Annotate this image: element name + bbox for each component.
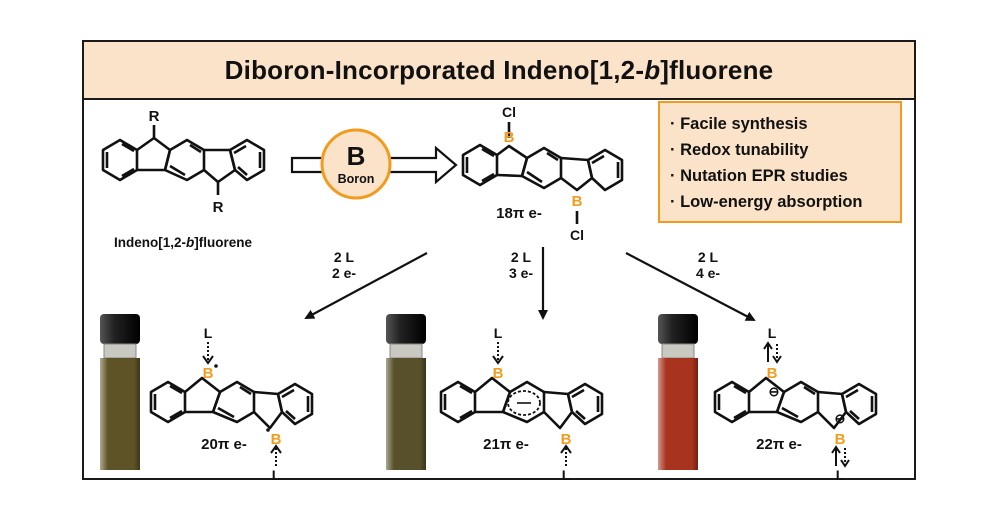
delocalized-ring [507, 390, 541, 416]
radical-dot [266, 428, 270, 432]
boron-atom-bottom: B [572, 193, 583, 210]
conditions-middle-electrons: 3 e- [509, 265, 533, 281]
conditions-right-electrons: 4 e- [696, 265, 720, 281]
boron-name: Boron [338, 172, 375, 186]
vial-red-right [658, 314, 698, 470]
product-20pi-ligand-top: L [204, 325, 213, 341]
conditions-left-electrons: 2 e- [332, 265, 356, 281]
electron-count-21: 21π e- [483, 436, 529, 453]
product-22pi-structure [713, 376, 878, 430]
boron-atom-top: B [504, 129, 515, 146]
electron-count-20: 20π e- [201, 436, 247, 453]
product-21pi-boron-bottom: B [561, 431, 572, 448]
substituent-r-bottom: R [213, 199, 224, 216]
product-20pi-ligand-bottom: L [272, 467, 281, 483]
indenofluorene-name: Indeno[1,2-b]fluorene [114, 235, 253, 250]
feature-item: · Nutation EPR studies [670, 167, 848, 185]
chlorine-top: Cl [502, 104, 516, 120]
product-20pi-boron-bottom: B [271, 431, 282, 448]
dichloro-diboron-structure [461, 122, 624, 224]
title-bar: Diboron-Incorporated Indeno[1,2-b]fluore… [84, 42, 914, 100]
electron-count-22: 22π e- [756, 436, 802, 453]
vial-olive-left [100, 314, 140, 470]
substituent-r-top: R [149, 108, 160, 125]
product-21pi-ligand-bottom: L [562, 467, 571, 483]
feature-item: · Redox tunability [670, 141, 809, 159]
conditions-middle-ligand: 2 L [511, 249, 532, 265]
chlorine-bottom: Cl [570, 227, 584, 243]
product-22pi-boron-top: B [767, 365, 778, 382]
conditions-left-ligand: 2 L [334, 249, 355, 265]
product-21pi-boron-top: B [493, 365, 504, 382]
radical-dot [214, 364, 218, 368]
product-22pi-ligand-bottom: L [836, 467, 845, 483]
product-22pi-ligand-top: L [768, 325, 777, 341]
conditions-right-ligand: 2 L [698, 249, 719, 265]
reaction-arrow-right [625, 252, 756, 321]
negative-charge-icon: ⊖ [769, 384, 780, 399]
negative-charge-icon: ⊖ [835, 411, 846, 426]
product-22pi-boron-bottom: B [835, 431, 846, 448]
features-box: · Facile synthesis · Redox tunability · … [658, 101, 902, 223]
product-21pi-structure [439, 376, 604, 430]
feature-item: · Low-energy absorption [670, 193, 863, 211]
feature-item: · Facile synthesis [670, 115, 808, 133]
electron-count-18: 18π e- [496, 205, 542, 222]
reaction-arrow-left [304, 252, 428, 319]
product-21pi-ligand-top: L [494, 325, 503, 341]
vial-olive-middle [386, 314, 426, 470]
boron-circle [320, 128, 392, 200]
indenofluorene-structure [101, 125, 266, 195]
boron-symbol: B [347, 141, 366, 171]
figure-title: Diboron-Incorporated Indeno[1,2-b]fluore… [224, 54, 774, 85]
product-20pi-boron-top: B [203, 365, 214, 382]
product-20pi-structure [149, 376, 314, 430]
